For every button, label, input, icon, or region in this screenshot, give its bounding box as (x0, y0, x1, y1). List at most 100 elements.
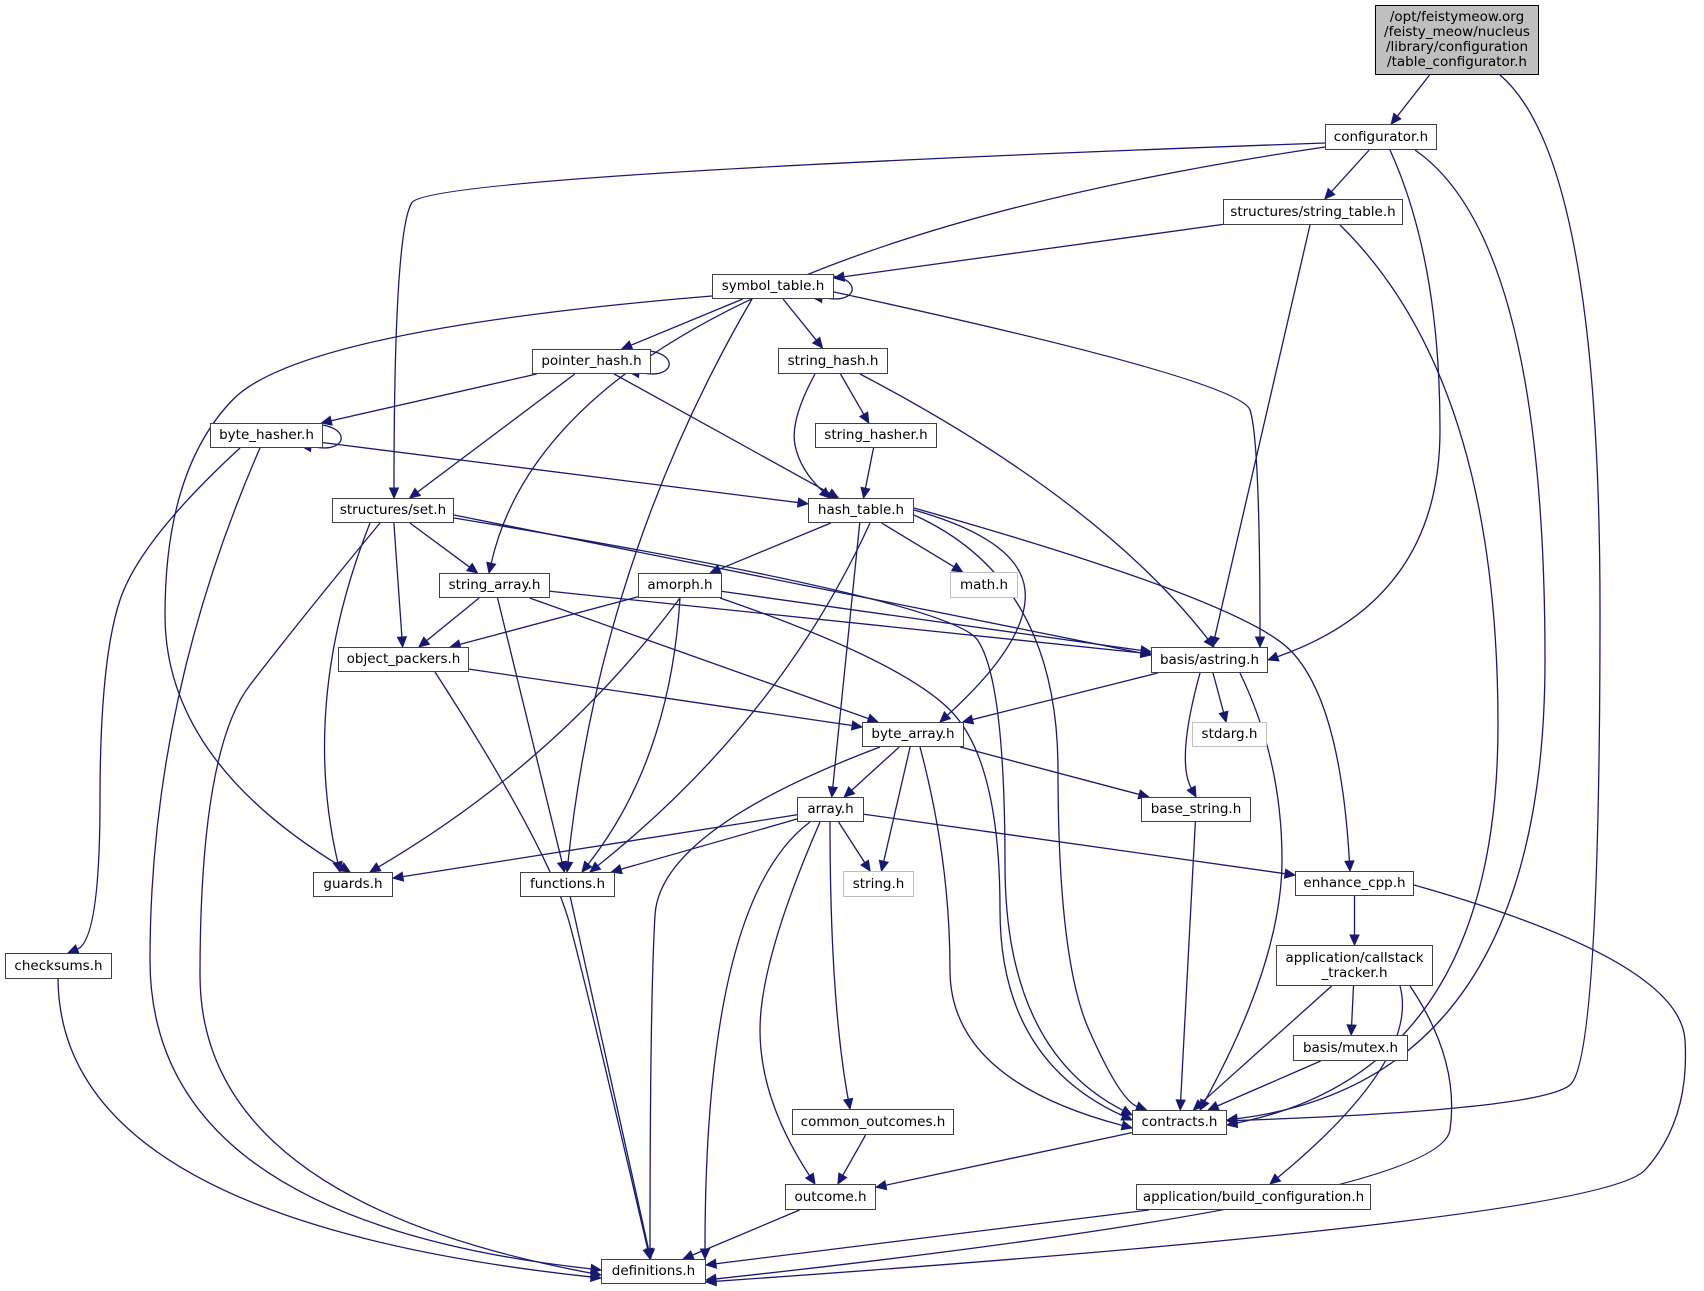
node-definitions[interactable]: definitions.h (601, 1259, 706, 1284)
node-object-packers[interactable]: object_packers.h (338, 647, 469, 672)
arrowhead-icon (1120, 1120, 1134, 1131)
node-pointer-hash[interactable]: pointer_hash.h (532, 349, 651, 374)
node-functions[interactable]: functions.h (520, 872, 615, 897)
arrowhead-icon (486, 561, 497, 575)
edge-hash_table-to-contracts (913, 514, 1148, 1112)
node-string-array[interactable]: string_array.h (439, 573, 550, 598)
edge-line (960, 746, 1140, 796)
node-label: contracts.h (1141, 1114, 1218, 1130)
arrowhead-icon (1269, 1173, 1282, 1185)
edge-line (322, 441, 799, 504)
edge-line (782, 298, 817, 341)
edge-line (913, 514, 1138, 1108)
node-string-h: string.h (843, 871, 914, 897)
arrowhead-icon (1218, 710, 1229, 724)
arrowhead-icon (837, 1172, 848, 1186)
edge-line (1180, 821, 1196, 1101)
edge-line (851, 746, 900, 791)
node-checksums[interactable]: checksums.h (5, 953, 112, 979)
edge-configurator-to-string_array (486, 146, 1326, 575)
edge-line (402, 814, 798, 878)
edge-line (1396, 74, 1431, 117)
edge-amorph-to-astring (721, 590, 1153, 656)
edge-configurator-to-string_table (1323, 149, 1370, 200)
edge-callstack_tracker-to-mutex (1346, 985, 1357, 1037)
node-build-configuration[interactable]: application/build_configuration.h (1136, 1184, 1371, 1210)
edge-line (715, 985, 1453, 1280)
edge-line (832, 522, 861, 788)
edge-set-to-definitions (199, 522, 603, 1279)
edge-line (417, 373, 576, 493)
edge-outcome-to-definitions (682, 1209, 800, 1260)
arrowhead-icon (939, 711, 952, 723)
node-astring[interactable]: basis/astring.h (1151, 647, 1268, 673)
node-configurator[interactable]: configurator.h (1325, 124, 1437, 150)
node-outcome[interactable]: outcome.h (785, 1184, 876, 1210)
edge-hash_table-to-functions (589, 522, 871, 873)
edge-amorph-to-contracts (719, 597, 1134, 1121)
edge-line (613, 373, 830, 494)
node-root[interactable]: /opt/feistymeow.org /feisty_meow/nucleus… (1375, 5, 1539, 75)
edge-byte_array-to-definitions (644, 746, 881, 1261)
node-string-table[interactable]: structures/string_table.h (1223, 199, 1403, 225)
arrowhead-icon (643, 1247, 654, 1261)
edge-callstack_tracker-to-build_configuration (1269, 985, 1404, 1185)
edge-line (1331, 149, 1370, 193)
edge-hash_table-to-amorph (709, 522, 832, 574)
edge-array-to-functions (610, 818, 798, 875)
edge-byte_array-to-string_h (878, 746, 911, 873)
edge-line (883, 746, 911, 862)
arrowhead-icon (796, 497, 810, 508)
node-label: string_array.h (448, 577, 541, 593)
arrowhead-icon (391, 871, 405, 882)
node-common-outcomes[interactable]: common_outcomes.h (792, 1109, 954, 1135)
edge-line (426, 597, 480, 642)
node-contracts[interactable]: contracts.h (1132, 1110, 1227, 1135)
edge-line (496, 597, 563, 863)
edge-array-to-enhance_cpp (863, 813, 1297, 879)
edge-line (569, 896, 650, 1250)
arrowhead-icon (320, 415, 333, 426)
edge-string_hash-to-hash_table (793, 373, 831, 499)
node-guards[interactable]: guards.h (313, 872, 393, 897)
node-symbol-table[interactable]: symbol_table.h (712, 274, 834, 299)
node-byte-hasher[interactable]: byte_hasher.h (210, 423, 323, 448)
edge-line (881, 522, 955, 568)
node-base-string[interactable]: base_string.h (1141, 797, 1251, 822)
edge-line (838, 821, 866, 863)
arrowhead-icon (842, 1097, 854, 1111)
arrowhead-icon (858, 411, 870, 425)
node-label: checksums.h (14, 957, 103, 974)
edge-line (1217, 1060, 1321, 1107)
edge-line (839, 373, 865, 415)
edge-callstack_tracker-to-contracts (1192, 985, 1333, 1111)
edge-string_array-to-byte_array (529, 597, 880, 724)
edge-array-to-definitions (699, 821, 811, 1261)
edge-string_array-to-object_packers (417, 597, 480, 648)
node-label: object_packers.h (346, 651, 461, 667)
node-set[interactable]: structures/set.h (332, 498, 454, 523)
node-amorph[interactable]: amorph.h (638, 573, 722, 598)
node-enhance-cpp[interactable]: enhance_cpp.h (1295, 871, 1414, 896)
edge-pointer_hash-to-hash_table (613, 373, 840, 499)
node-string-hasher[interactable]: string_hasher.h (815, 423, 937, 448)
node-array[interactable]: array.h (797, 797, 864, 822)
arrowhead-icon (1175, 1099, 1186, 1112)
node-callstack-tracker[interactable]: application/callstack _tracker.h (1276, 945, 1433, 986)
edge-callstack_tracker-to-definitions (704, 985, 1453, 1285)
edge-checksums-to-definitions (57, 978, 603, 1283)
node-mutex[interactable]: basis/mutex.h (1293, 1035, 1408, 1061)
arrowhead-icon (388, 487, 400, 500)
edge-line (864, 447, 875, 489)
edge-line (843, 223, 1224, 278)
edge-line (549, 590, 1142, 654)
arrowhead-icon (961, 714, 975, 725)
node-label: basis/astring.h (1159, 651, 1260, 668)
node-label: application/build_configuration.h (1142, 1188, 1365, 1205)
node-string-hash[interactable]: string_hash.h (778, 348, 888, 374)
edge-line (829, 821, 849, 1100)
arrowhead-icon (804, 1172, 816, 1186)
edge-functions-to-definitions (569, 896, 654, 1261)
node-hash-table[interactable]: hash_table.h (808, 498, 914, 523)
node-byte-array[interactable]: byte_array.h (862, 722, 964, 747)
